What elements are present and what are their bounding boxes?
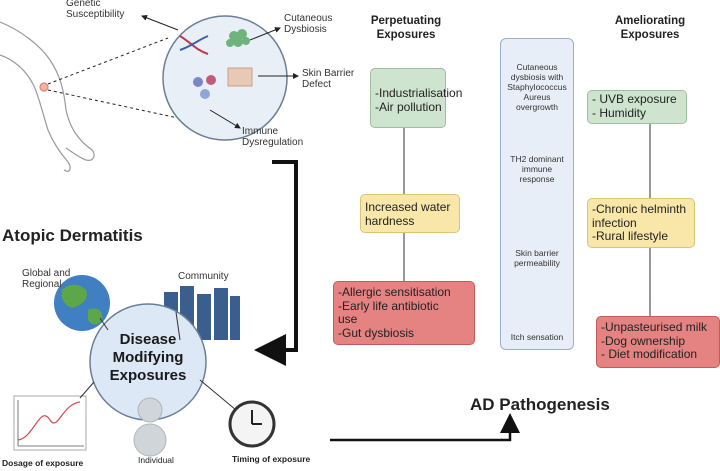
immune-dysregulation-label: Immune Dysregulation <box>242 126 304 148</box>
bacteria-cluster-icon <box>226 29 250 47</box>
ameliorating-yellow-box: -Chronic helminth infection -Rural lifes… <box>587 198 695 248</box>
ameliorating-header: Ameliorating Exposures <box>614 15 686 41</box>
circle-connectors <box>79 311 237 411</box>
perpetuating-red-item: -Early life antibiotic <box>338 298 439 313</box>
middle-item-itch: Itch sensation <box>510 332 564 342</box>
perpetuating-green-item: -Air pollution <box>375 99 442 114</box>
pathogenesis-panel <box>500 38 574 350</box>
ameliorating-red-item: -Dog ownership <box>601 333 686 348</box>
disease-modifying-label: Disease Modifying Exposures <box>109 331 187 384</box>
zoom-dashed-lines <box>47 37 179 119</box>
genetic-susceptibility-label: Genetic Susceptibility <box>66 0 125 20</box>
perpetuating-red-item: use <box>338 312 358 326</box>
ameliorating-red-box: -Unpasteurised milk -Dog ownership - Die… <box>596 316 720 368</box>
middle-item-dysbiosis: Cutaneous dysbiosis with Staphylococcus … <box>507 62 567 112</box>
ameliorating-green-item: - Humidity <box>592 105 647 120</box>
middle-item-skin-barrier: Skin barrier permeability <box>514 248 560 268</box>
immune-cells-icon <box>193 75 216 99</box>
timing-label: Timing of exposure <box>232 454 311 464</box>
dosage-graph-icon <box>13 395 87 451</box>
perpetuating-header: Perpetuating Exposures <box>370 15 442 41</box>
perpetuating-yellow-item: Increased water <box>365 200 451 214</box>
dna-icon <box>179 35 209 55</box>
clock-icon <box>228 400 276 448</box>
perpetuating-green-item: -Industrialisation <box>375 86 463 100</box>
individual-label: Individual <box>138 455 174 465</box>
ad-pathogenesis-label: AD Pathogenesis <box>470 395 610 414</box>
ameliorating-green-box: - UVB exposure - Humidity <box>587 90 687 124</box>
mechanism-arrows <box>141 15 299 129</box>
skin-layer-icon <box>227 67 253 87</box>
perpetuating-red-box: -Allergic sensitisation -Early life anti… <box>333 281 475 345</box>
perpetuating-yellow-item: hardness <box>365 213 415 228</box>
perpetuating-red-item: -Gut dysbiosis <box>338 325 415 340</box>
community-label: Community <box>178 271 229 282</box>
ameliorating-red-item: - Diet modification <box>601 347 698 361</box>
globe-icon <box>54 275 110 331</box>
global-regional-label: Global and Regional <box>22 268 71 290</box>
ameliorating-yellow-item: -Rural lifestyle <box>592 229 669 243</box>
baby-icon <box>133 397 167 457</box>
ameliorating-yellow-item: infection <box>592 215 637 230</box>
atopic-dermatitis-title: Atopic Dermatitis <box>2 226 143 245</box>
arm-illustration <box>0 21 95 172</box>
perpetuating-yellow-box: Increased water hardness <box>360 194 460 233</box>
mechanism-circle <box>162 15 288 141</box>
elbow-arrow <box>254 160 298 366</box>
middle-item-th2: TH2 dominant immune response <box>510 154 564 184</box>
skin-barrier-defect-label: Skin Barrier Defect <box>302 68 355 90</box>
cutaneous-dysbiosis-label: Cutaneous Dysbiosis <box>284 13 333 35</box>
perpetuating-red-item: -Allergic sensitisation <box>338 285 451 299</box>
ameliorating-yellow-item: -Chronic helminth <box>592 202 687 216</box>
ameliorating-red-item: -Unpasteurised milk <box>601 320 708 334</box>
pathogenesis-arrow <box>330 413 520 442</box>
ameliorating-green-item: - UVB exposure <box>592 92 677 106</box>
dosage-label: Dosage of exposure <box>2 458 84 468</box>
perpetuating-green-box: -Industrialisation -Air pollution <box>370 68 463 128</box>
